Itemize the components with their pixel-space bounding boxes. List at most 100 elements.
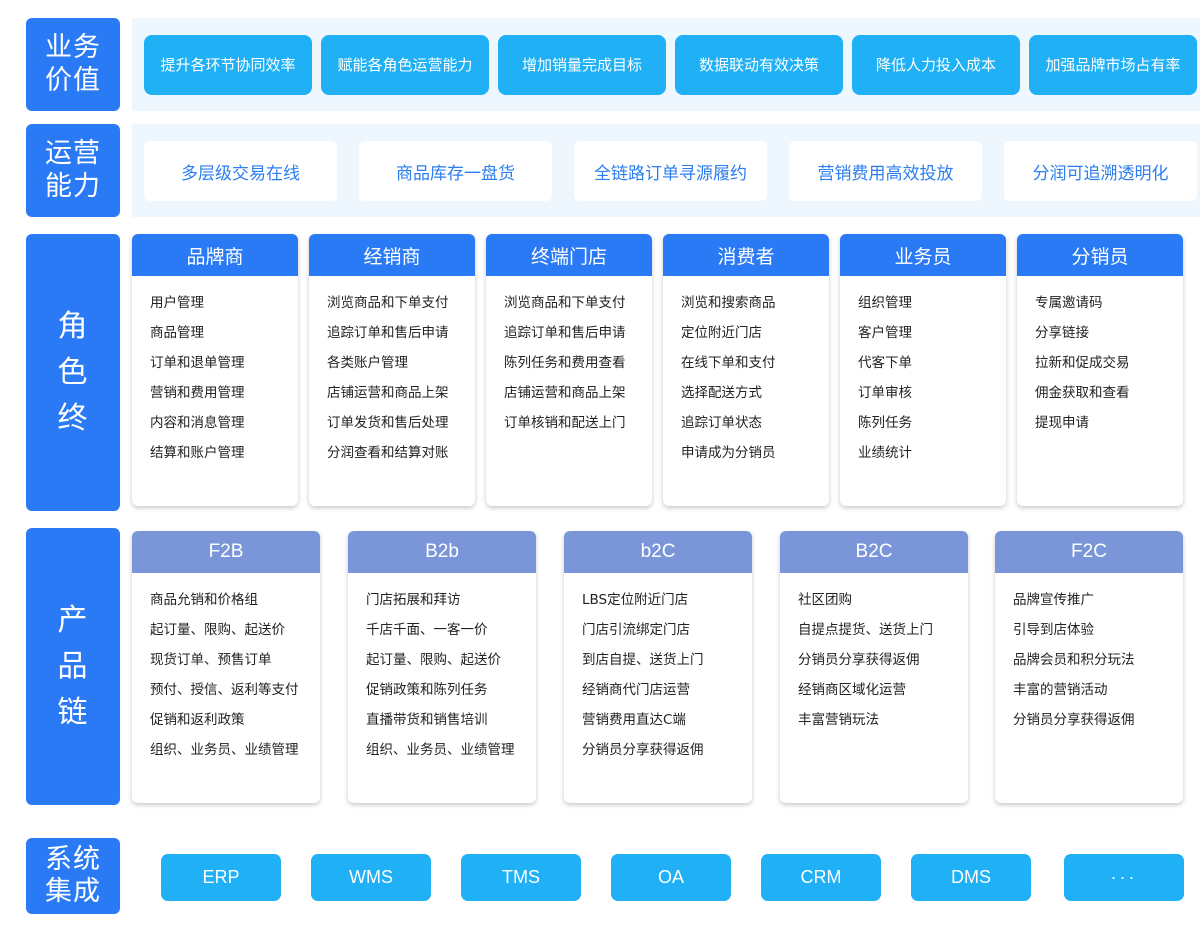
product-card-list: 商品允销和价格组 起订量、限购、起送价 现货订单、预售订单 预付、授信、返利等支… [132, 573, 320, 765]
product-card-f2c: F2C 品牌宣传推广 引导到店体验 品牌会员和积分玩法 丰富的营销活动 分销员分… [995, 531, 1183, 803]
list-item: 组织、业务员、业绩管理 [150, 742, 299, 758]
list-item: LBS定位附近门店 [582, 592, 689, 608]
capability-item: 分润可追溯透明化 [1004, 141, 1197, 201]
role-card-dealer: 经销商 浏览商品和下单支付 追踪订单和售后申请 各类账户管理 店铺运营和商品上架… [309, 234, 475, 506]
product-card-b2c: B2C 社区团购 自提点提货、送货上门 分销员分享获得返佣 经销商区域化运营 丰… [780, 531, 968, 803]
role-card-list: 浏览商品和下单支付 追踪订单和售后申请 陈列任务和费用查看 店铺运营和商品上架 … [486, 276, 652, 438]
list-item: 追踪订单和售后申请 [327, 325, 449, 341]
role-card-title: 业务员 [840, 234, 1006, 276]
list-item: 直播带货和销售培训 [366, 712, 488, 728]
list-item: 用户管理 [150, 295, 204, 311]
system-more: ··· [1064, 854, 1184, 901]
list-item: 分销员分享获得返佣 [1013, 712, 1135, 728]
list-item: 起订量、限购、起送价 [150, 622, 285, 638]
product-card-list: 社区团购 自提点提货、送货上门 分销员分享获得返佣 经销商区域化运营 丰富营销玩… [780, 573, 968, 735]
systems-label-text: 系统集成 [45, 843, 101, 907]
role-card-title: 分销员 [1017, 234, 1183, 276]
role-card-title: 品牌商 [132, 234, 298, 276]
list-item: 陈列任务和费用查看 [504, 355, 626, 371]
product-card-title: B2b [348, 531, 536, 573]
business-value-label: 业务价值 [26, 18, 120, 111]
operation-label: 运营能力 [26, 124, 120, 217]
value-item-text: 提升各环节协同效率 [160, 56, 296, 74]
product-card-title: b2C [564, 531, 752, 573]
list-item: 社区团购 [798, 592, 852, 608]
role-card-list: 浏览和搜索商品 定位附近门店 在线下单和支付 选择配送方式 追踪订单状态 申请成… [663, 276, 829, 468]
list-item: 组织管理 [858, 295, 912, 311]
list-item: 客户管理 [858, 325, 912, 341]
value-item-text: 赋能各角色运营能力 [337, 56, 473, 74]
list-item: 内容和消息管理 [150, 415, 245, 431]
value-item: 赋能各角色运营能力 [321, 35, 489, 95]
value-item-text: 数据联动有效决策 [698, 56, 819, 74]
list-item: 订单和退单管理 [150, 355, 245, 371]
value-item: 增加销量完成目标 [498, 35, 666, 95]
list-item: 专属邀请码 [1035, 295, 1103, 311]
list-item: 促销政策和陈列任务 [366, 682, 488, 698]
list-item: 代客下单 [858, 355, 912, 371]
list-item: 营销和费用管理 [150, 385, 245, 401]
list-item: 分享链接 [1035, 325, 1089, 341]
list-item: 自提点提货、送货上门 [798, 622, 933, 638]
list-item: 丰富的营销活动 [1013, 682, 1108, 698]
product-card-title: B2C [780, 531, 968, 573]
product-card-title: F2C [995, 531, 1183, 573]
list-item: 佣金获取和查看 [1035, 385, 1130, 401]
list-item: 门店拓展和拜访 [366, 592, 461, 608]
roles-label-text: 角色终 [57, 308, 89, 436]
system-tms: TMS [461, 854, 581, 901]
list-item: 选择配送方式 [681, 385, 762, 401]
role-card-title: 经销商 [309, 234, 475, 276]
value-item: 数据联动有效决策 [675, 35, 843, 95]
product-card-list: 品牌宣传推广 引导到店体验 品牌会员和积分玩法 丰富的营销活动 分销员分享获得返… [995, 573, 1183, 735]
list-item: 经销商代门店运营 [582, 682, 690, 698]
capability-item: 营销费用高效投放 [789, 141, 982, 201]
list-item: 促销和返利政策 [150, 712, 245, 728]
business-value-label-text: 业务价值 [45, 32, 101, 96]
list-item: 现货订单、预售订单 [150, 652, 272, 668]
list-item: 追踪订单和售后申请 [504, 325, 626, 341]
list-item: 经销商区域化运营 [798, 682, 906, 698]
list-item: 引导到店体验 [1013, 622, 1094, 638]
list-item: 提现申请 [1035, 415, 1089, 431]
products-label: 产品链 [26, 528, 120, 805]
list-item: 丰富营销玩法 [798, 712, 879, 728]
system-oa: OA [611, 854, 731, 901]
list-item: 商品管理 [150, 325, 204, 341]
role-card-list: 专属邀请码 分享链接 拉新和促成交易 佣金获取和查看 提现申请 [1017, 276, 1183, 438]
list-item: 浏览商品和下单支付 [504, 295, 626, 311]
list-item: 起订量、限购、起送价 [366, 652, 501, 668]
products-label-text: 产品链 [57, 602, 89, 730]
list-item: 店铺运营和商品上架 [504, 385, 626, 401]
list-item: 分润查看和结算对账 [327, 445, 449, 461]
product-card-title: F2B [132, 531, 320, 573]
list-item: 定位附近门店 [681, 325, 762, 341]
role-card-distributor: 分销员 专属邀请码 分享链接 拉新和促成交易 佣金获取和查看 提现申请 [1017, 234, 1183, 506]
list-item: 品牌会员和积分玩法 [1013, 652, 1135, 668]
list-item: 订单核销和配送上门 [504, 415, 626, 431]
list-item: 预付、授信、返利等支付 [150, 682, 299, 698]
list-item: 拉新和促成交易 [1035, 355, 1130, 371]
capability-item: 商品库存一盘货 [359, 141, 552, 201]
value-item-text: 降低人力投入成本 [875, 56, 996, 74]
list-item: 业绩统计 [858, 445, 912, 461]
list-item: 品牌宣传推广 [1013, 592, 1094, 608]
operation-label-text: 运营能力 [45, 138, 101, 202]
system-dms: DMS [911, 854, 1031, 901]
list-item: 浏览和搜索商品 [681, 295, 776, 311]
product-card-f2b: F2B 商品允销和价格组 起订量、限购、起送价 现货订单、预售订单 预付、授信、… [132, 531, 320, 803]
list-item: 商品允销和价格组 [150, 592, 258, 608]
value-item: 提升各环节协同效率 [144, 35, 312, 95]
list-item: 组织、业务员、业绩管理 [366, 742, 515, 758]
value-item-text: 增加销量完成目标 [521, 56, 642, 74]
roles-label: 角色终 [26, 234, 120, 511]
list-item: 分销员分享获得返佣 [582, 742, 704, 758]
role-card-list: 浏览商品和下单支付 追踪订单和售后申请 各类账户管理 店铺运营和商品上架 订单发… [309, 276, 475, 468]
systems-label: 系统集成 [26, 838, 120, 914]
system-wms: WMS [311, 854, 431, 901]
list-item: 营销费用直达C端 [582, 712, 686, 728]
list-item: 各类账户管理 [327, 355, 408, 371]
list-item: 浏览商品和下单支付 [327, 295, 449, 311]
list-item: 分销员分享获得返佣 [798, 652, 920, 668]
capability-item: 多层级交易在线 [144, 141, 337, 201]
